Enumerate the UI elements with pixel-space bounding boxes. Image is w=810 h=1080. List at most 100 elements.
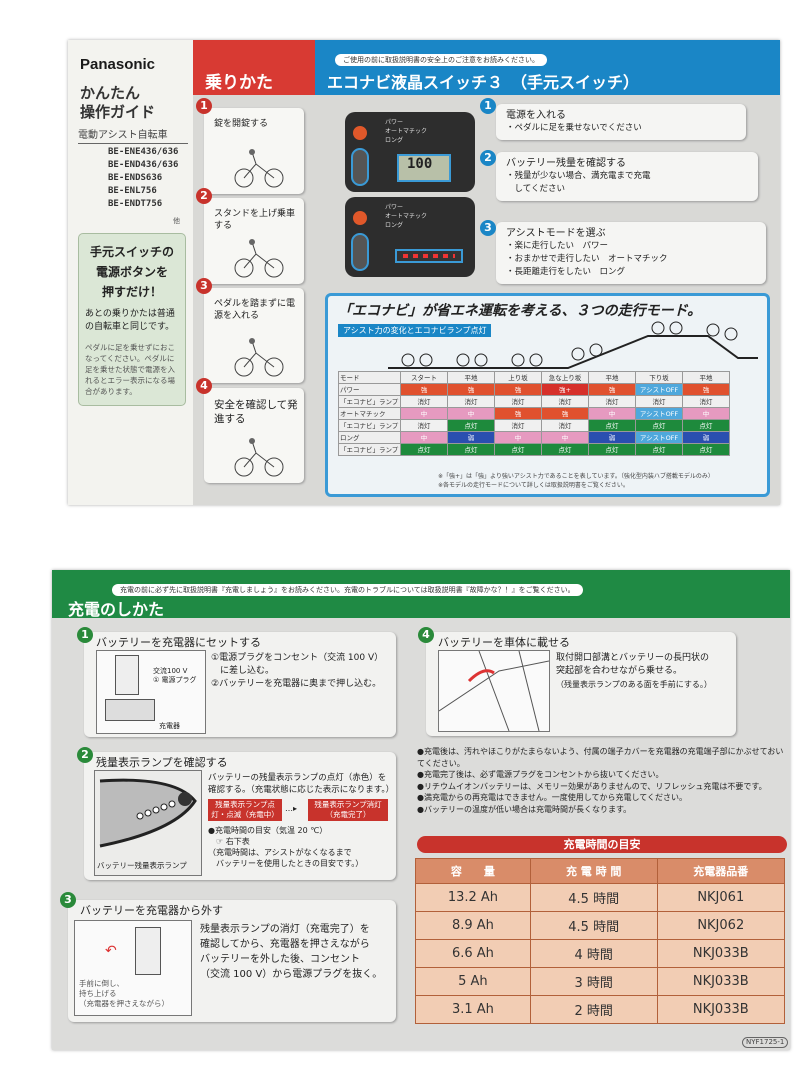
label: 交流100 V — [153, 667, 188, 675]
mode-labels: パワーオートマチックロング — [385, 118, 427, 145]
note: ※各モデルの走行モードについて詳しくは取扱説明書をご覧ください。 — [438, 482, 629, 489]
charging-guide-card: 充電の前に必ず先に取扱説明書『充電しましょう』をお読みください。充電のトラブルに… — [52, 570, 790, 1050]
callout-line: ・残量が少ない場合、満充電まで充電 — [506, 171, 651, 181]
line: 確認してから、充電器を押さえながら — [200, 939, 370, 950]
step-title: 残量表示ランプを確認する — [96, 756, 228, 769]
tip-box: 手元スイッチの 電源ボタンを 押すだけ！ あとの乗りかたは普通の自転車と同じです… — [78, 233, 186, 406]
arrow-icon: ↶ — [105, 943, 117, 959]
step-number: 4 — [418, 627, 434, 643]
mode-cell: 消灯 — [400, 419, 448, 432]
mode-cell: 強 — [682, 383, 730, 396]
step-text: 錠を開錠する — [214, 119, 269, 129]
table-row: 「エコナビ」ランプ消灯消灯消灯消灯消灯消灯消灯 — [338, 395, 730, 408]
power-button — [353, 211, 367, 225]
bicycle-frame-icon — [438, 650, 550, 732]
riding-guide-card: Panasonic かんたん操作ガイド 電動アシスト自転車 BE-ENE436/… — [68, 40, 780, 505]
step-card: 錠を開錠する — [204, 108, 304, 194]
step-card: スタンドを上げ乗車する — [204, 198, 304, 284]
mode-cell: 点灯 — [682, 443, 730, 456]
mode-cell: 消灯 — [588, 395, 636, 408]
table-header: 容 量充 電 時 間充電器品番 — [415, 858, 786, 884]
callout-number: 2 — [480, 150, 496, 166]
mode-labels: パワーオートマチックロング — [385, 203, 427, 230]
step-title: バッテリーを充電器から外す — [80, 904, 223, 917]
callout-line: ・長距離走行をしたい ロング — [506, 267, 626, 277]
line: （残量表示ランプのある面を手前にする。） — [556, 680, 712, 689]
line: 取付開口部溝とバッテリーの長円状の — [556, 653, 710, 663]
mode-label: パワー — [385, 119, 404, 126]
time-note: ●充電時間の目安（気温 20 ℃） ☞ 右下表（充電時間は、アシストがなくなるま… — [208, 825, 363, 869]
column-header: 平地 — [588, 371, 636, 384]
step-number: 3 — [196, 278, 212, 294]
tip-note: ペダルに足を乗せずにおこなってください。ペダルに足を乗せた状態で電源を入れるとエ… — [85, 343, 175, 396]
mount-illustration — [438, 650, 550, 732]
column-header: 容 量 — [415, 858, 531, 884]
row-label: オートマチック — [338, 407, 401, 420]
callout-power: 電源を入れる・ペダルに足を乗せないでください — [496, 104, 746, 140]
model: BE-END436/636 — [108, 160, 179, 170]
mode-cell: アシストOFF — [635, 383, 683, 396]
step-text: ①電源プラグをコンセント（交流 100 V） に差し込む。②バッテリーを充電器に… — [211, 652, 383, 691]
mode-cell: 点灯 — [447, 443, 495, 456]
capacity: 13.2 Ah — [415, 883, 531, 912]
line: バッテリーを外した後、コンセント — [200, 954, 360, 965]
callout-line: してください — [506, 184, 566, 194]
mode-label: オートマチック — [385, 213, 428, 220]
row-label: 「エコナビ」ランプ — [338, 419, 401, 432]
step-text: 取付開口部溝とバッテリーの長円状の突起部を合わせながら乗せる。 （残量表示ランプの… — [556, 652, 712, 691]
step-number: 2 — [77, 747, 93, 763]
mode-cell: 消灯 — [494, 419, 542, 432]
model-list: BE-ENE436/636 BE-END436/636 BE-ENDS636 B… — [108, 146, 178, 211]
cyclist-icon — [234, 239, 284, 278]
mode-cell: 強 — [494, 383, 542, 396]
step-number: 3 — [60, 892, 76, 908]
note: ●充電後は、汚れやほこりがたまらないよう、付属の端子カバーを充電器の充電端子部に… — [417, 747, 784, 768]
brand-logo: Panasonic — [80, 56, 156, 73]
line: 突起部を合わせながら乗せる。 — [556, 666, 683, 676]
mode-cell: 中 — [494, 431, 542, 444]
mode-cell: 強 — [588, 383, 636, 396]
arrow-icon: …▸ — [285, 804, 298, 813]
line: ①電源プラグをコンセント（交流 100 V） — [211, 653, 384, 663]
mode-cell: 点灯 — [541, 443, 589, 456]
step-card: 安全を確認して発進する — [204, 388, 304, 483]
model: BE-ENE436/636 — [108, 147, 179, 157]
mode-cell: アシストOFF — [635, 431, 683, 444]
mode-cell: 点灯 — [588, 419, 636, 432]
callout-title: 電源を入れる — [506, 110, 566, 121]
riding-header: 乗りかた — [193, 40, 315, 95]
mode-label: パワー — [385, 204, 404, 211]
mode-cell: 強 — [541, 407, 589, 420]
mode-cell: 弱 — [588, 431, 636, 444]
charge-time: 3 時間 — [529, 967, 658, 996]
switch-title: エコナビ液晶スイッチ３ （手元スイッチ） — [327, 73, 640, 92]
step-remove-battery: バッテリーを充電器から外す ↶ 手前に倒し、持ち上げる（充電器を押さえながら） … — [68, 900, 396, 1022]
line: 残量表示ランプの消灯（充電完了）を — [200, 924, 370, 935]
step-card: ペダルを踏まずに電源を入れる — [204, 288, 304, 383]
mode-label: ロング — [385, 222, 404, 229]
charging-notes: ●充電後は、汚れやほこりがたまらないよう、付属の端子カバーを充電器の充電端子部に… — [417, 746, 787, 815]
column-header: 充電器品番 — [656, 858, 786, 884]
guide-title-line: 操作ガイド — [80, 103, 156, 121]
mode-cell: 消灯 — [541, 395, 589, 408]
battery-icon — [135, 927, 161, 975]
mode-cell: 点灯 — [447, 419, 495, 432]
callout-title: バッテリー残量を確認する — [506, 158, 626, 169]
callout-battery: バッテリー残量を確認する・残量が少ない場合、満充電まで充電 してください — [496, 152, 758, 201]
mode-cell: 強+ — [541, 383, 589, 396]
mode-cell: 点灯 — [635, 443, 683, 456]
column-header: 平地 — [682, 371, 730, 384]
mode-cell: 弱 — [447, 431, 495, 444]
charge-time-title: 充電時間の目安 — [417, 836, 787, 853]
line: ②バッテリーを充電器に奥まで押し込む。 — [211, 679, 382, 689]
callout-line: ・おまかせで走行したい オートマチック — [506, 254, 668, 264]
callout-number: 3 — [480, 220, 496, 236]
charge-time: 2 時間 — [529, 995, 658, 1024]
mode-cell: 中 — [588, 407, 636, 420]
